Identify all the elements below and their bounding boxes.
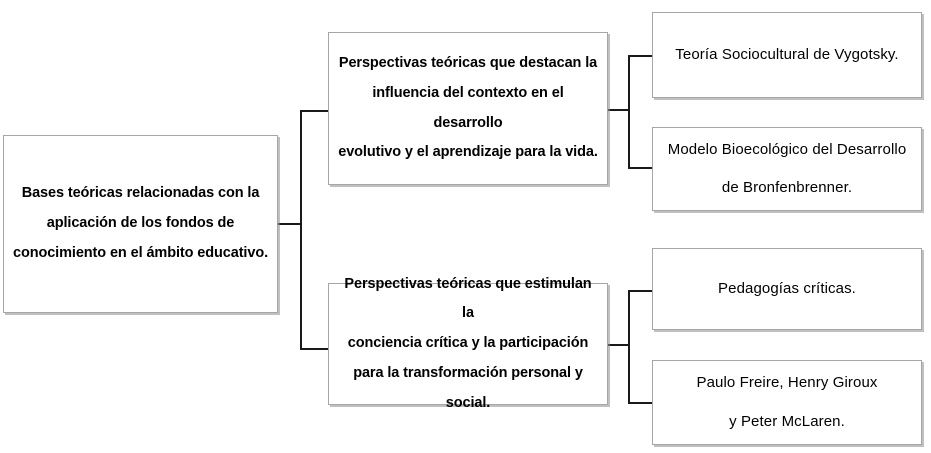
connector-trunk-to-branch-1 (300, 110, 330, 112)
connector-branch-1-to-leaf-1 (628, 55, 654, 57)
node-leaf-2-label: Modelo Bioecológico del Desarrollo de Br… (667, 140, 907, 196)
connector-branch-2-vertical (628, 290, 630, 404)
connector-trunk-to-branch-2 (300, 348, 330, 350)
node-branch-2-label: Perspectivas teóricas que estimulan la c… (344, 275, 592, 411)
node-leaf-3-label: Pedagogías críticas. (718, 279, 856, 297)
connector-trunk-vertical (300, 110, 302, 350)
connector-root-to-trunk (277, 223, 302, 225)
connector-branch-2-to-leaf-3 (628, 290, 654, 292)
node-leaf-bronfenbrenner[interactable]: Modelo Bioecológico del Desarrollo de Br… (652, 127, 922, 211)
connector-branch-1-vertical (628, 55, 630, 169)
node-leaf-1-label: Teoría Sociocultural de Vygotsky. (675, 45, 899, 63)
node-branch-contextual-perspectives[interactable]: Perspectivas teóricas que destacan la in… (328, 32, 608, 185)
node-root[interactable]: Bases teóricas relacionadas con la aplic… (3, 135, 278, 313)
connector-branch-2-out (606, 344, 630, 346)
node-leaf-freire-giroux-mclaren[interactable]: Paulo Freire, Henry Giroux y Peter McLar… (652, 360, 922, 445)
connector-branch-2-to-leaf-4 (628, 402, 654, 404)
node-leaf-critical-pedagogies[interactable]: Pedagogías críticas. (652, 248, 922, 330)
node-root-label: Bases teóricas relacionadas con la aplic… (12, 185, 269, 261)
node-branch-1-label: Perspectivas teóricas que destacan la in… (338, 55, 598, 161)
node-leaf-4-label: Paulo Freire, Henry Giroux y Peter McLar… (696, 374, 878, 430)
connector-branch-1-out (606, 109, 630, 111)
node-leaf-vygotsky[interactable]: Teoría Sociocultural de Vygotsky. (652, 12, 922, 98)
connector-branch-1-to-leaf-2 (628, 167, 654, 169)
node-branch-critical-perspectives[interactable]: Perspectivas teóricas que estimulan la c… (328, 276, 608, 411)
